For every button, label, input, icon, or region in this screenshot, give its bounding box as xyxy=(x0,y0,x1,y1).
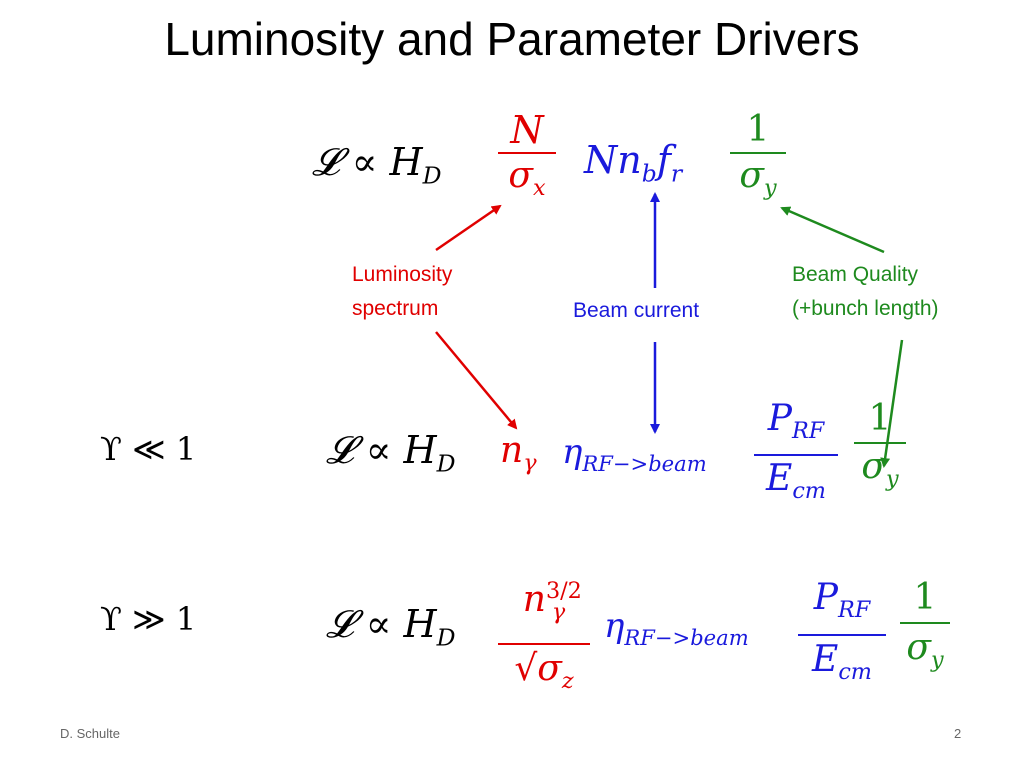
eq3-eta-sub: RF−>beam xyxy=(624,624,749,650)
eq2-eta-text: η xyxy=(562,432,583,472)
footer-page-number: 2 xyxy=(954,726,962,741)
eq1-frac1-den-sub: x xyxy=(532,175,546,202)
eq3-frac2-bar xyxy=(900,622,950,624)
label-luminosity-line2: spectrum xyxy=(352,297,439,320)
eq3-frac-num-text: P xyxy=(813,577,838,618)
eq1-mid-f: f xyxy=(656,138,671,182)
eq1-frac2-den: σy xyxy=(730,154,786,210)
eq2-frac2-den-sub: y xyxy=(885,466,899,493)
eq2-frac-num-sub: RF xyxy=(791,418,825,445)
eq2-frac2-num: 1 xyxy=(868,398,892,439)
eq3-frac-den-sub: cm xyxy=(838,659,872,686)
label-luminosity-line1: Luminosity xyxy=(352,263,453,286)
eq3-frac1-num-text: n xyxy=(522,579,546,620)
label-beam-quality: Beam Quality (+bunch length) xyxy=(792,258,939,326)
eq3-lhs-sub: D xyxy=(436,623,456,652)
eq3-frac-one-over-sigma-y: 1 σy xyxy=(900,574,950,684)
eq1-frac1-num: N xyxy=(510,108,544,152)
eq3-frac1-den-sub: z xyxy=(561,668,574,695)
eq2-frac-prf-over-ecm: PRF Ecm xyxy=(754,396,838,514)
eq3-frac1-bar xyxy=(498,643,590,646)
label-beam-current: Beam current xyxy=(573,299,700,322)
eq2-lhs-text: 𝓛 ∝ H xyxy=(326,428,437,472)
eq3-lhs: 𝓛 ∝ HD xyxy=(326,602,456,652)
label-luminosity-spectrum: Luminosity spectrum xyxy=(352,258,452,326)
eq2-condition: ϒ ≪ 1 xyxy=(100,430,196,468)
eq1-beam-current-term: Nnbfr xyxy=(584,138,682,188)
eq2-lhs: 𝓛 ∝ HD xyxy=(326,428,456,478)
eq1-frac1-bar xyxy=(498,152,556,154)
eq3-eta: ηRF−>beam xyxy=(604,606,749,650)
eq2-frac-one-over-sigma-y: 1 σy xyxy=(854,396,906,502)
eq1-lhs-sub: D xyxy=(422,161,442,190)
eq3-condition-text: ϒ ≫ 1 xyxy=(100,600,197,638)
eq3-frac1-den: √σz xyxy=(498,645,590,705)
eq3-frac2-den-sub: y xyxy=(930,647,944,674)
eq2-frac-num: PRF xyxy=(754,396,838,454)
eq2-condition-text: ϒ ≪ 1 xyxy=(100,430,197,468)
eq1-mid-sub1: b xyxy=(641,159,657,188)
eq3-frac-num: PRF xyxy=(798,574,886,634)
eq2-frac2-bar xyxy=(854,442,906,444)
arrow-red-down xyxy=(435,331,518,430)
eq3-eta-text: η xyxy=(604,606,625,646)
arrow-red-up xyxy=(435,204,502,252)
eq3-frac1-num: n3/2γ xyxy=(498,560,590,643)
slide-title: Luminosity and Parameter Drivers xyxy=(164,13,860,65)
eq2-eta: ηRF−>beam xyxy=(562,432,707,476)
eq3-frac-num-sub: RF xyxy=(837,597,871,624)
eq1-lhs-text: 𝓛 ∝ H xyxy=(312,140,423,184)
eq3-frac2-den: σy xyxy=(900,624,950,684)
label-beam-quality-line1: Beam Quality xyxy=(792,263,919,286)
eq1-frac1-den: σx xyxy=(498,154,556,210)
label-beam-quality-line2: (+bunch length) xyxy=(792,297,939,320)
eq3-frac-bar xyxy=(798,634,886,637)
eq2-frac-num-text: P xyxy=(767,398,792,439)
eq1-frac-n-over-sigma-x: N σx xyxy=(498,108,556,210)
eq1-lhs: 𝓛 ∝ HD xyxy=(312,140,442,190)
eq3-frac-prf-over-ecm: PRF Ecm xyxy=(798,574,886,696)
eq3-frac-den: Ecm xyxy=(798,636,886,696)
eq1-frac2-den-text: σ xyxy=(739,155,764,196)
eq3-frac-den-text: E xyxy=(812,639,839,681)
eq1-frac-one-over-sigma-y: 1 σy xyxy=(730,108,786,210)
eq2-n-sub: γ xyxy=(523,450,537,477)
eq3-frac-n-gamma-over-sqrt-sigma-z: n3/2γ √σz xyxy=(498,560,590,705)
eq2-frac-bar xyxy=(754,454,838,457)
eq3-lhs-text: 𝓛 ∝ H xyxy=(326,602,437,646)
eq2-frac-den-text: E xyxy=(766,458,793,500)
eq1-frac1-den-text: σ xyxy=(508,155,533,196)
arrow-green-down xyxy=(880,339,904,468)
eq1-mid-sub2: r xyxy=(670,159,683,188)
eq3-condition: ϒ ≫ 1 xyxy=(100,600,196,638)
footer-author: D. Schulte xyxy=(60,726,120,741)
eq2-frac-den: Ecm xyxy=(754,456,838,514)
arrow-green-up xyxy=(780,206,885,254)
eq2-frac-den-sub: cm xyxy=(792,478,826,505)
eq2-n-gamma: nγ xyxy=(500,430,537,476)
eq1-frac2-num: 1 xyxy=(746,109,770,150)
eq3-frac2-num: 1 xyxy=(913,577,937,618)
eq2-eta-sub: RF−>beam xyxy=(582,450,707,476)
eq3-frac2-den-text: σ xyxy=(906,627,931,668)
eq1-frac2-bar xyxy=(730,152,786,154)
eq2-lhs-sub: D xyxy=(436,449,456,478)
eq3-frac1-den-text: √σ xyxy=(514,648,562,690)
eq3-frac1-num-sub: γ xyxy=(551,599,566,626)
eq1-mid-text: Nn xyxy=(584,138,642,182)
eq2-n-text: n xyxy=(500,430,524,471)
eq3-frac1-num-sup: 3/2 xyxy=(545,578,582,604)
eq1-frac2-den-sub: y xyxy=(763,175,777,202)
